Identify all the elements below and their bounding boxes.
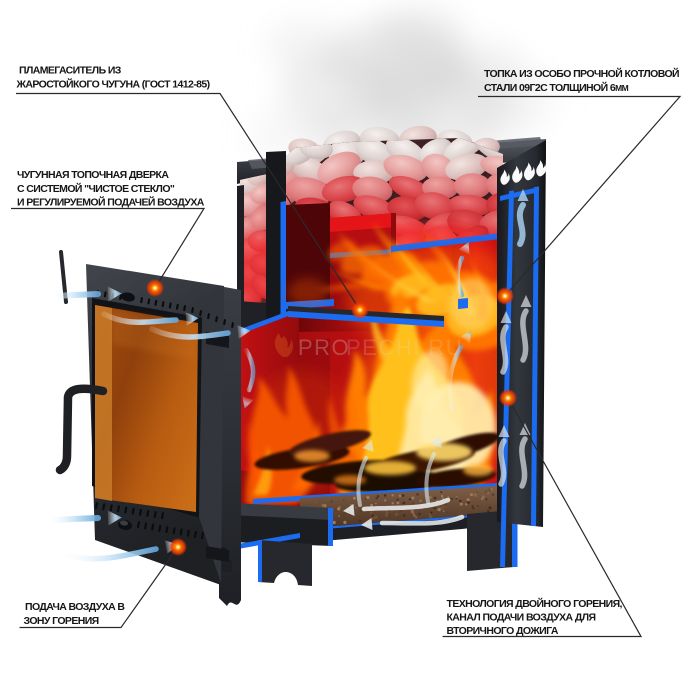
svg-text:СТАЛИ 09Г2С ТОЛЩИНОЙ 6ММ: СТАЛИ 09Г2С ТОЛЩИНОЙ 6ММ (484, 81, 629, 94)
svg-text:ТЕХНОЛОГИЯ ДВОЙНОГО ГОРЕНИЯ,: ТЕХНОЛОГИЯ ДВОЙНОГО ГОРЕНИЯ, (447, 597, 623, 610)
svg-text:ТОПКА ИЗ ОСОБО ПРОЧНОЙ КОТЛОВО: ТОПКА ИЗ ОСОБО ПРОЧНОЙ КОТЛОВОЙ (484, 67, 679, 80)
svg-text:КАНАЛ ПОДАЧИ ВОЗДУХА ДЛЯ: КАНАЛ ПОДАЧИ ВОЗДУХА ДЛЯ (447, 612, 596, 624)
svg-text:ВТОРИЧНОГО ДОЖИГА: ВТОРИЧНОГО ДОЖИГА (447, 625, 559, 637)
svg-text:PRO: PRO (298, 335, 350, 360)
svg-text:С СИСТЕМОЙ "ЧИСТОЕ СТЕКЛО": С СИСТЕМОЙ "ЧИСТОЕ СТЕКЛО" (17, 182, 175, 195)
svg-text:PECHI.RU: PECHI.RU (346, 335, 463, 360)
svg-text:ПЛАМЕГАСИТЕЛЬ ИЗ: ПЛАМЕГАСИТЕЛЬ ИЗ (19, 65, 122, 77)
svg-text:И РЕГУЛИРУЕМОЙ ПОДАЧЕЙ ВОЗДУХА: И РЕГУЛИРУЕМОЙ ПОДАЧЕЙ ВОЗДУХА (17, 196, 205, 209)
svg-text:ПОДАЧА ВОЗДУХА В: ПОДАЧА ВОЗДУХА В (25, 601, 125, 613)
svg-text:ЗОНУ ГОРЕНИЯ: ЗОНУ ГОРЕНИЯ (24, 615, 99, 627)
svg-text:ЧУГУННАЯ ТОПОЧНАЯ ДВЕРКА: ЧУГУННАЯ ТОПОЧНАЯ ДВЕРКА (17, 169, 169, 181)
svg-text:ЖАРОСТОЙКОГО ЧУГУНА (ГОСТ 1412: ЖАРОСТОЙКОГО ЧУГУНА (ГОСТ 1412-85) (16, 78, 210, 91)
